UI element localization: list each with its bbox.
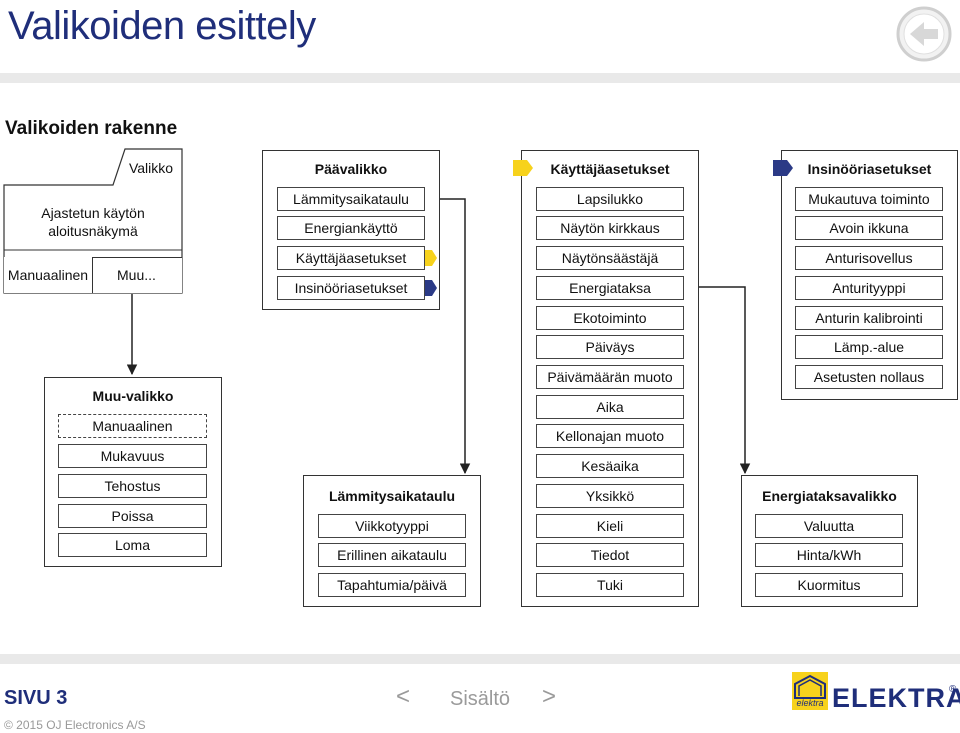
user-settings-item[interactable]: Ekotoiminto — [536, 306, 684, 330]
tariff-menu-item[interactable]: Hinta/kWh — [755, 543, 903, 567]
user-settings-item[interactable]: Kesäaika — [536, 454, 684, 478]
engineer-settings-item[interactable]: Anturin kalibrointi — [795, 306, 943, 330]
user-settings-title: Käyttäjäasetukset — [550, 161, 670, 177]
user-settings-item[interactable]: Lapsilukko — [536, 187, 684, 211]
more-menu-item-away[interactable]: Poissa — [58, 504, 207, 528]
elektra-logo-icon: elektra — [792, 672, 828, 710]
page-number: SIVU 3 — [4, 687, 68, 709]
main-menu-title: Päävalikko — [314, 161, 388, 177]
next-page-button[interactable]: > — [542, 683, 557, 710]
tariff-menu-title: Energiataksavalikko — [762, 488, 897, 504]
engineer-settings-item[interactable]: Avoin ikkuna — [795, 216, 943, 240]
yellow-tag-icon — [425, 250, 437, 266]
start-view-line1: Ajastetun käytön — [41, 205, 145, 221]
registered-mark: ® — [949, 684, 957, 695]
navy-tag-icon — [425, 280, 437, 296]
user-settings-item[interactable]: Tiedot — [536, 543, 684, 567]
more-menu-item-manual[interactable]: Manuaalinen — [58, 414, 207, 438]
start-view-line2: aloitusnäkymä — [48, 223, 138, 239]
more-button[interactable]: Muu... — [92, 257, 182, 293]
user-settings-item[interactable]: Kellonajan muoto — [536, 424, 684, 448]
more-menu-title: Muu-valikko — [92, 388, 174, 404]
main-menu-item-user-settings[interactable]: Käyttäjäasetukset — [277, 246, 425, 270]
footer-rule — [0, 654, 960, 664]
schedule-menu-item[interactable]: Viikkotyyppi — [318, 514, 466, 538]
user-settings-item[interactable]: Yksikkö — [536, 484, 684, 508]
engineer-settings-item[interactable]: Anturityyppi — [795, 276, 943, 300]
user-settings-item[interactable]: Tuki — [536, 573, 684, 597]
user-settings-item[interactable]: Aika — [536, 395, 684, 419]
main-menu-item-engineer-settings[interactable]: Insinööriasetukset — [277, 276, 425, 300]
header-rule — [0, 73, 960, 83]
schedule-menu-item[interactable]: Erillinen aikataulu — [318, 543, 466, 567]
back-arrow-icon[interactable] — [896, 6, 952, 62]
engineer-settings-item[interactable]: Lämp.-alue — [795, 335, 943, 359]
manual-button[interactable]: Manuaalinen — [4, 257, 92, 293]
main-menu-item-energy-use[interactable]: Energiankäyttö — [277, 216, 425, 240]
tariff-menu-item[interactable]: Kuormitus — [755, 573, 903, 597]
home-screen-panel: Valikko Ajastetun käytön aloitusnäkymä M… — [3, 148, 183, 294]
page-title: Valikoiden esittely — [8, 4, 316, 48]
elektra-brand-text: ELEKTRA — [832, 683, 960, 713]
engineer-settings-item[interactable]: Asetusten nollaus — [795, 365, 943, 389]
engineer-settings-item[interactable]: Mukautuva toiminto — [795, 187, 943, 211]
contents-link[interactable]: Sisältö — [450, 688, 511, 710]
navy-tag-icon — [773, 160, 793, 176]
start-view-label: Ajastetun käytön aloitusnäkymä — [11, 204, 175, 240]
prev-page-button[interactable]: < — [396, 683, 411, 710]
schedule-menu-item[interactable]: Tapahtumia/päivä — [318, 573, 466, 597]
home-tab-label: Valikko — [128, 160, 174, 176]
section-title: Valikoiden rakenne — [5, 118, 178, 139]
schedule-menu-title: Lämmitysaikataulu — [328, 488, 456, 504]
user-settings-item[interactable]: Päiväys — [536, 335, 684, 359]
user-settings-item[interactable]: Näytönsäästäjä — [536, 246, 684, 270]
user-settings-item[interactable]: Kieli — [536, 514, 684, 538]
main-menu-item-heating-schedule[interactable]: Lämmitysaikataulu — [277, 187, 425, 211]
elektra-logo-small-text: elektra — [796, 698, 824, 708]
user-settings-item[interactable]: Energiataksa — [536, 276, 684, 300]
more-menu-item-boost[interactable]: Tehostus — [58, 474, 207, 498]
yellow-tag-icon — [513, 160, 533, 176]
copyright-text: © 2015 OJ Electronics A/S — [4, 718, 146, 732]
tariff-menu-item[interactable]: Valuutta — [755, 514, 903, 538]
engineer-settings-title: Insinööriasetukset — [807, 161, 932, 177]
user-settings-item[interactable]: Päivämäärän muoto — [536, 365, 684, 389]
user-settings-item[interactable]: Näytön kirkkaus — [536, 216, 684, 240]
more-menu-item-comfort[interactable]: Mukavuus — [58, 444, 207, 468]
more-menu-item-vacation[interactable]: Loma — [58, 533, 207, 557]
engineer-settings-item[interactable]: Anturisovellus — [795, 246, 943, 270]
